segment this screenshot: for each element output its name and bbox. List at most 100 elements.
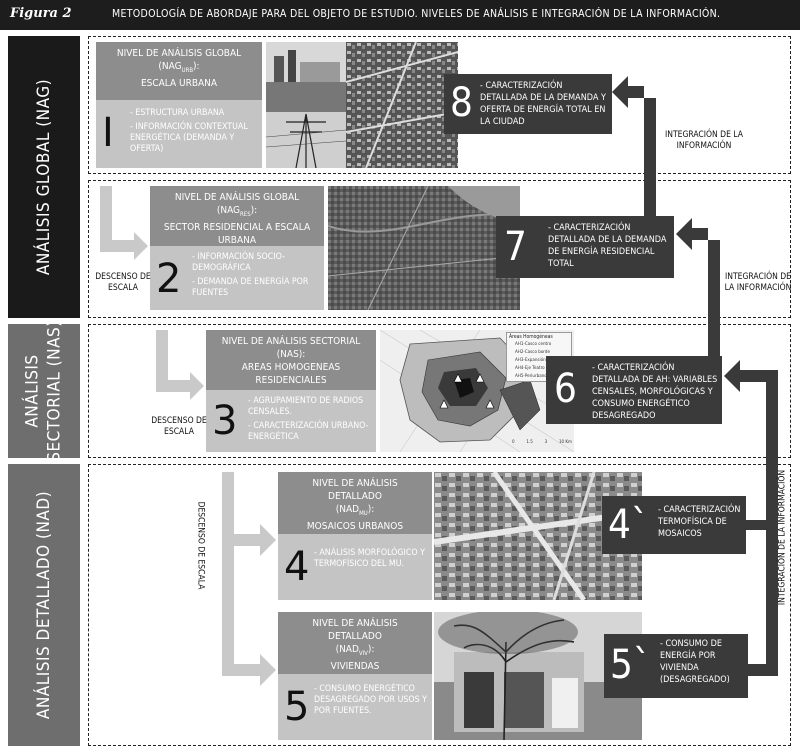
output-8-number: 8	[450, 80, 473, 126]
photo-city-energy-image	[266, 42, 458, 168]
level-5-items: - CONSUMO ENERGÉTICO DESAGREGADO POR USO…	[314, 684, 428, 720]
figure-header: Figura 2 METODOLOGÍA DE ABORDAJE PARA DE…	[0, 0, 800, 30]
level-2-content: 2 - INFORMACIÓN SOCIO-DEMOGRÁFICA - DEMA…	[150, 246, 324, 310]
level-2-item: - DEMANDA DE ENERGÍA POR FUENTES	[192, 277, 309, 298]
level-1-sub: URB	[181, 67, 194, 74]
output-7-number: 7	[504, 224, 527, 270]
level-4-code: (NAD	[335, 504, 360, 515]
map-scale-bar: 0 1.5 3 10 Km	[512, 440, 572, 450]
section-box-sectorial	[88, 324, 791, 458]
output-box-6: 6 - CARACTERIZACIÓN DETALLADA DE AH: VAR…	[546, 356, 722, 424]
output-7-text: - CARACTERIZACIÓN DETALLADA DE LA DEMAND…	[548, 223, 667, 269]
level-2-colon: ):	[250, 205, 258, 216]
level-1-items: - ESTRUCTURA URBANA - INFORMACIÓN CONTEX…	[130, 108, 258, 158]
level-5-header: NIVEL DE ANÁLISIS DETALLADO (NADVIV): VI…	[278, 612, 432, 674]
level-1-header-line3: ESCALA URBANA	[140, 78, 218, 89]
homogeneous-areas-map: Áreas Homogéneas AH1-Casco centro AH2-Ca…	[380, 330, 574, 452]
satellite-photo-image	[328, 186, 520, 310]
label-descenso-2: DESCENSO DE ESCALA	[151, 416, 207, 437]
output-box-7: 7 - CARACTERIZACIÓN DETALLADA DE LA DEMA…	[496, 216, 674, 278]
level-1-header-line2: (NAGURB):	[102, 60, 256, 77]
side-label-nas-text: ANÁLISIS SECTORIAL (NAS)	[22, 320, 66, 461]
map-scale-tick: 3	[544, 440, 548, 445]
level-2-item: - INFORMACIÓN SOCIO-DEMOGRÁFICA	[192, 252, 285, 273]
level-4-colon: ):	[367, 504, 375, 515]
level-4-header: NIVEL DE ANÁLISIS DETALLADO (NADMU): MOS…	[278, 472, 432, 534]
level-1-code: (NAG	[158, 61, 182, 72]
level-4-item: - ANÁLISIS MORFOLÓGICO Y TERMOFÍSICO DEL…	[314, 548, 425, 569]
map-legend-item: AH1-Casco centro	[515, 342, 552, 347]
level-4-header-line1: NIVEL DE ANÁLISIS DETALLADO	[312, 478, 398, 502]
level-5-header-line3: VIVIENDAS	[330, 661, 380, 672]
level-4-items: - ANÁLISIS MORFOLÓGICO Y TERMOFÍSICO DEL…	[314, 548, 428, 573]
level-2-items: - INFORMACIÓN SOCIO-DEMOGRÁFICA - DEMAND…	[192, 252, 320, 302]
level-3-number: 3	[212, 398, 238, 444]
output-box-5-prime: 5` - CONSUMO DE ENERGÍA POR VIVIENDA (DE…	[604, 634, 748, 698]
output-6-number: 6	[554, 366, 577, 412]
output-box-8: 8 - CARACTERIZACIÓN DETALLADA DE LA DEMA…	[444, 74, 612, 134]
photo-city-energy	[266, 42, 458, 168]
level-4-sub: MU	[359, 510, 368, 517]
level-3-items: - AGRUPAMIENTO DE RADIOS CENSALES. - CAR…	[248, 396, 372, 446]
level-2-code: NIVEL DE ANÁLISIS GLOBAL (NAG	[174, 192, 300, 216]
level-1-content: I - ESTRUCTURA URBANA - INFORMACIÓN CONT…	[96, 100, 262, 168]
side-label-nas-line1: ANÁLISIS	[23, 354, 44, 428]
side-label-nag-text: ANÁLISIS GLOBAL (NAG)	[34, 78, 54, 276]
side-label-nag: ANÁLISIS GLOBAL (NAG)	[8, 36, 80, 318]
level-5-colon: ):	[367, 644, 375, 655]
map-scale-tick: 10 Km	[558, 440, 572, 445]
output-6-text: - CARACTERIZACIÓN DETALLADA DE AH: VARIA…	[592, 363, 718, 421]
level-2-header-line1: NIVEL DE ANÁLISIS GLOBAL (NAGRES):	[156, 191, 318, 221]
level-3-header: NIVEL DE ANÁLISIS SECTORIAL (NAS): AREAS…	[206, 330, 376, 390]
level-3-item: - CARACTERIZACIÓN URBANO-ENERGÉTICA	[248, 421, 369, 442]
level-5-content: 5 - CONSUMO ENERGÉTICO DESAGREGADO POR U…	[278, 674, 432, 740]
side-label-nad-text: ANÁLISIS DETALLADO (NAD)	[34, 490, 55, 720]
level-2-header: NIVEL DE ANÁLISIS GLOBAL (NAGRES): SECTO…	[150, 186, 324, 246]
level-5-item: - CONSUMO ENERGÉTICO DESAGREGADO POR USO…	[314, 684, 427, 716]
output-box-4-prime: 4` - CARACTERIZACIÓN TERMOFÍSICA DE MOSA…	[602, 496, 746, 554]
map-legend-item: AH5-Periurbano	[515, 374, 547, 379]
map-scale-tick: 0	[512, 440, 515, 445]
section-box-global-residential	[88, 180, 791, 318]
output-4-prime-text: - CARACTERIZACIÓN TERMOFÍSICA DE MOSAICO…	[658, 505, 741, 539]
section-box-detailed	[88, 464, 791, 746]
level-1-item: - ESTRUCTURA URBANA	[130, 108, 225, 118]
level-1-header: NIVEL DE ANÁLISIS GLOBAL (NAGURB): ESCAL…	[96, 42, 262, 100]
level-4-header-line2: (NADMU):	[284, 503, 426, 520]
figure-label: Figura 2	[10, 6, 72, 21]
level-3-header-line1: NIVEL DE ANÁLISIS SECTORIAL (NAS):	[221, 336, 361, 360]
output-5-prime-text: - CONSUMO DE ENERGÍA POR VIVIENDA (DESAG…	[660, 639, 730, 685]
level-5-code: (NAD	[335, 644, 359, 655]
map-legend-item: AH2-Casco borde	[515, 350, 550, 355]
level-4-content: 4 - ANÁLISIS MORFOLÓGICO Y TERMOFÍSICO D…	[278, 534, 432, 600]
level-2-sub: RES	[240, 211, 251, 218]
level-3-content: 3 - AGRUPAMIENTO DE RADIOS CENSALES. - C…	[206, 390, 376, 452]
output-5-prime-number: 5`	[610, 642, 651, 688]
level-1-number: I	[102, 110, 114, 156]
label-integracion-vertical: INTEGRACIÓN DE LA INFORMACIÓN	[777, 469, 788, 606]
level-3-header-line2: AREAS HOMOGENEAS RESIDENCIALES	[241, 362, 341, 386]
map-legend-item: AH3-Expansión del casco	[515, 358, 566, 363]
output-8-text: - CARACTERIZACIÓN DETALLADA DE LA DEMAND…	[480, 81, 606, 127]
level-2-header-line2: SECTOR RESIDENCIAL A ESCALA URBANA	[163, 222, 311, 246]
level-5-header-line1: NIVEL DE ANÁLISIS DETALLADO	[312, 618, 398, 642]
map-legend-items: AH1-Casco centro AH2-Casco borde AH3-Exp…	[507, 341, 571, 381]
level-5-number: 5	[284, 684, 310, 730]
level-1-item: - INFORMACIÓN CONTEXTUAL ENERGÉTICA (DEM…	[130, 122, 248, 154]
map-legend-item: AH4-Eje Teatro	[515, 366, 545, 371]
label-integracion-2: INTEGRACIÓN DE LA INFORMACIÓN	[724, 272, 792, 293]
side-label-nas-line2: SECTORIAL (NAS)	[45, 320, 66, 462]
label-descenso-vertical: DESCENSO DE ESCALA	[195, 501, 206, 590]
level-2-number: 2	[156, 256, 182, 302]
label-integracion-1: INTEGRACIÓN DE LA INFORMACIÓN	[664, 130, 744, 151]
level-5-sub: VIV	[358, 650, 368, 657]
level-4-number: 4	[284, 544, 310, 590]
level-4-header-line3: MOSAICOS URBANOS	[306, 521, 404, 532]
level-3-item: - AGRUPAMIENTO DE RADIOS CENSALES.	[248, 396, 364, 417]
section-box-global-urban	[88, 36, 791, 174]
level-5-header-line2: (NADVIV):	[284, 643, 426, 660]
figure-title: METODOLOGÍA DE ABORDAJE PARA DEL OBJETO …	[112, 8, 721, 20]
satellite-photo	[328, 186, 520, 310]
map-legend-title: Áreas Homogéneas	[509, 334, 553, 340]
homogeneous-areas-map-image	[380, 330, 574, 452]
